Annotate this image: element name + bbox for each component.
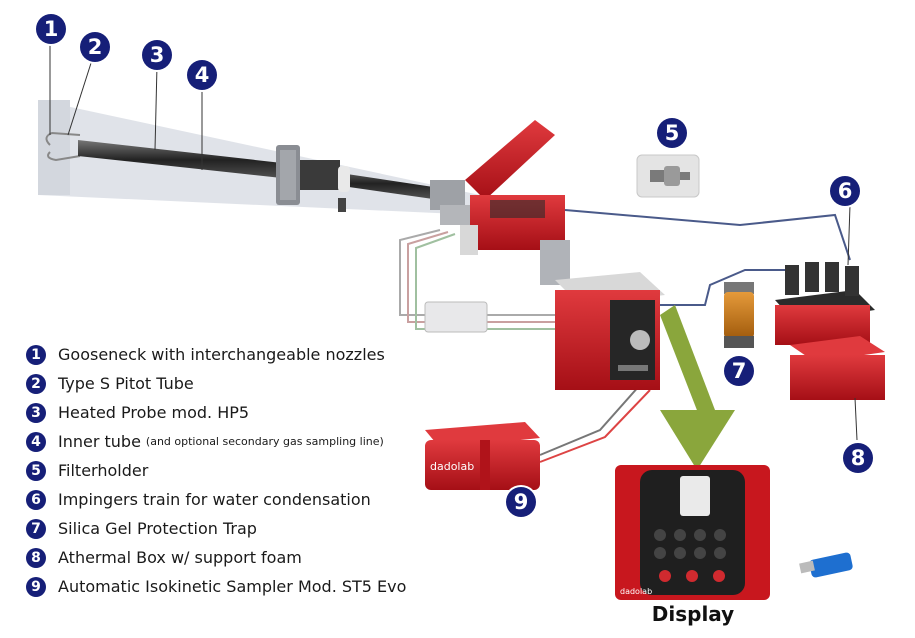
display-caption: Display: [651, 602, 735, 626]
callout-9: 9: [506, 487, 536, 517]
st5-sampler: [555, 272, 665, 390]
legend-label: Filterholder: [58, 461, 149, 480]
display-device: [615, 465, 770, 600]
leader-lines: [49, 45, 858, 441]
callout-8: 8: [843, 443, 873, 473]
legend-badge: 2: [26, 373, 46, 394]
legend-label: Inner tube: [58, 432, 141, 451]
callout-7: 7: [724, 356, 754, 386]
pump-brand: dadolab: [430, 460, 474, 473]
pump-unit: [425, 422, 540, 490]
legend-badge: 7: [26, 518, 46, 539]
legend-item: 3 Heated Probe mod. HP5: [26, 398, 406, 427]
impinger-box: [775, 262, 875, 345]
legend-badge: 1: [26, 344, 46, 365]
silica-trap: [724, 282, 754, 348]
legend-label: Automatic Isokinetic Sampler Mod. ST5 Ev…: [58, 577, 407, 596]
filter-box: [460, 120, 570, 285]
callout-3: 3: [142, 40, 172, 70]
legend: 1 Gooseneck with interchangeable nozzles…: [26, 340, 406, 601]
usb-stick: [799, 552, 853, 578]
callout-1: 1: [36, 14, 66, 44]
legend-label: Silica Gel Protection Trap: [58, 519, 257, 538]
legend-badge: 5: [26, 460, 46, 481]
legend-item: 6 Impingers train for water condensation: [26, 485, 406, 514]
cable-connector: [424, 301, 488, 333]
legend-badge: 9: [26, 576, 46, 597]
filterholder-inset: [636, 154, 700, 198]
legend-note: (and optional secondary gas sampling lin…: [145, 435, 384, 448]
callout-6: 6: [830, 176, 860, 206]
legend-badge: 4: [26, 431, 46, 452]
legend-badge: 6: [26, 489, 46, 510]
display-arrow: [660, 305, 735, 470]
display-brand: dadolab: [620, 587, 652, 596]
legend-label: Gooseneck with interchangeable nozzles: [58, 345, 385, 364]
legend-label: Athermal Box w/ support foam: [58, 548, 302, 567]
legend-label: Impingers train for water condensation: [58, 490, 371, 509]
legend-item: 1 Gooseneck with interchangeable nozzles: [26, 340, 406, 369]
callout-5: 5: [657, 118, 687, 148]
legend-item: 2 Type S Pitot Tube: [26, 369, 406, 398]
legend-label: Type S Pitot Tube: [58, 374, 194, 393]
callout-2: 2: [80, 32, 110, 62]
legend-badge: 8: [26, 547, 46, 568]
probe-assembly: [45, 131, 470, 225]
legend-item: 4 Inner tube (and optional secondary gas…: [26, 427, 406, 456]
legend-badge: 3: [26, 402, 46, 423]
legend-item: 8 Athermal Box w/ support foam: [26, 543, 406, 572]
legend-label: Heated Probe mod. HP5: [58, 403, 250, 422]
legend-item: 5 Filterholder: [26, 456, 406, 485]
legend-item: 7 Silica Gel Protection Trap: [26, 514, 406, 543]
legend-item: 9 Automatic Isokinetic Sampler Mod. ST5 …: [26, 572, 406, 601]
callout-4: 4: [187, 60, 217, 90]
athermal-box: [790, 336, 885, 400]
